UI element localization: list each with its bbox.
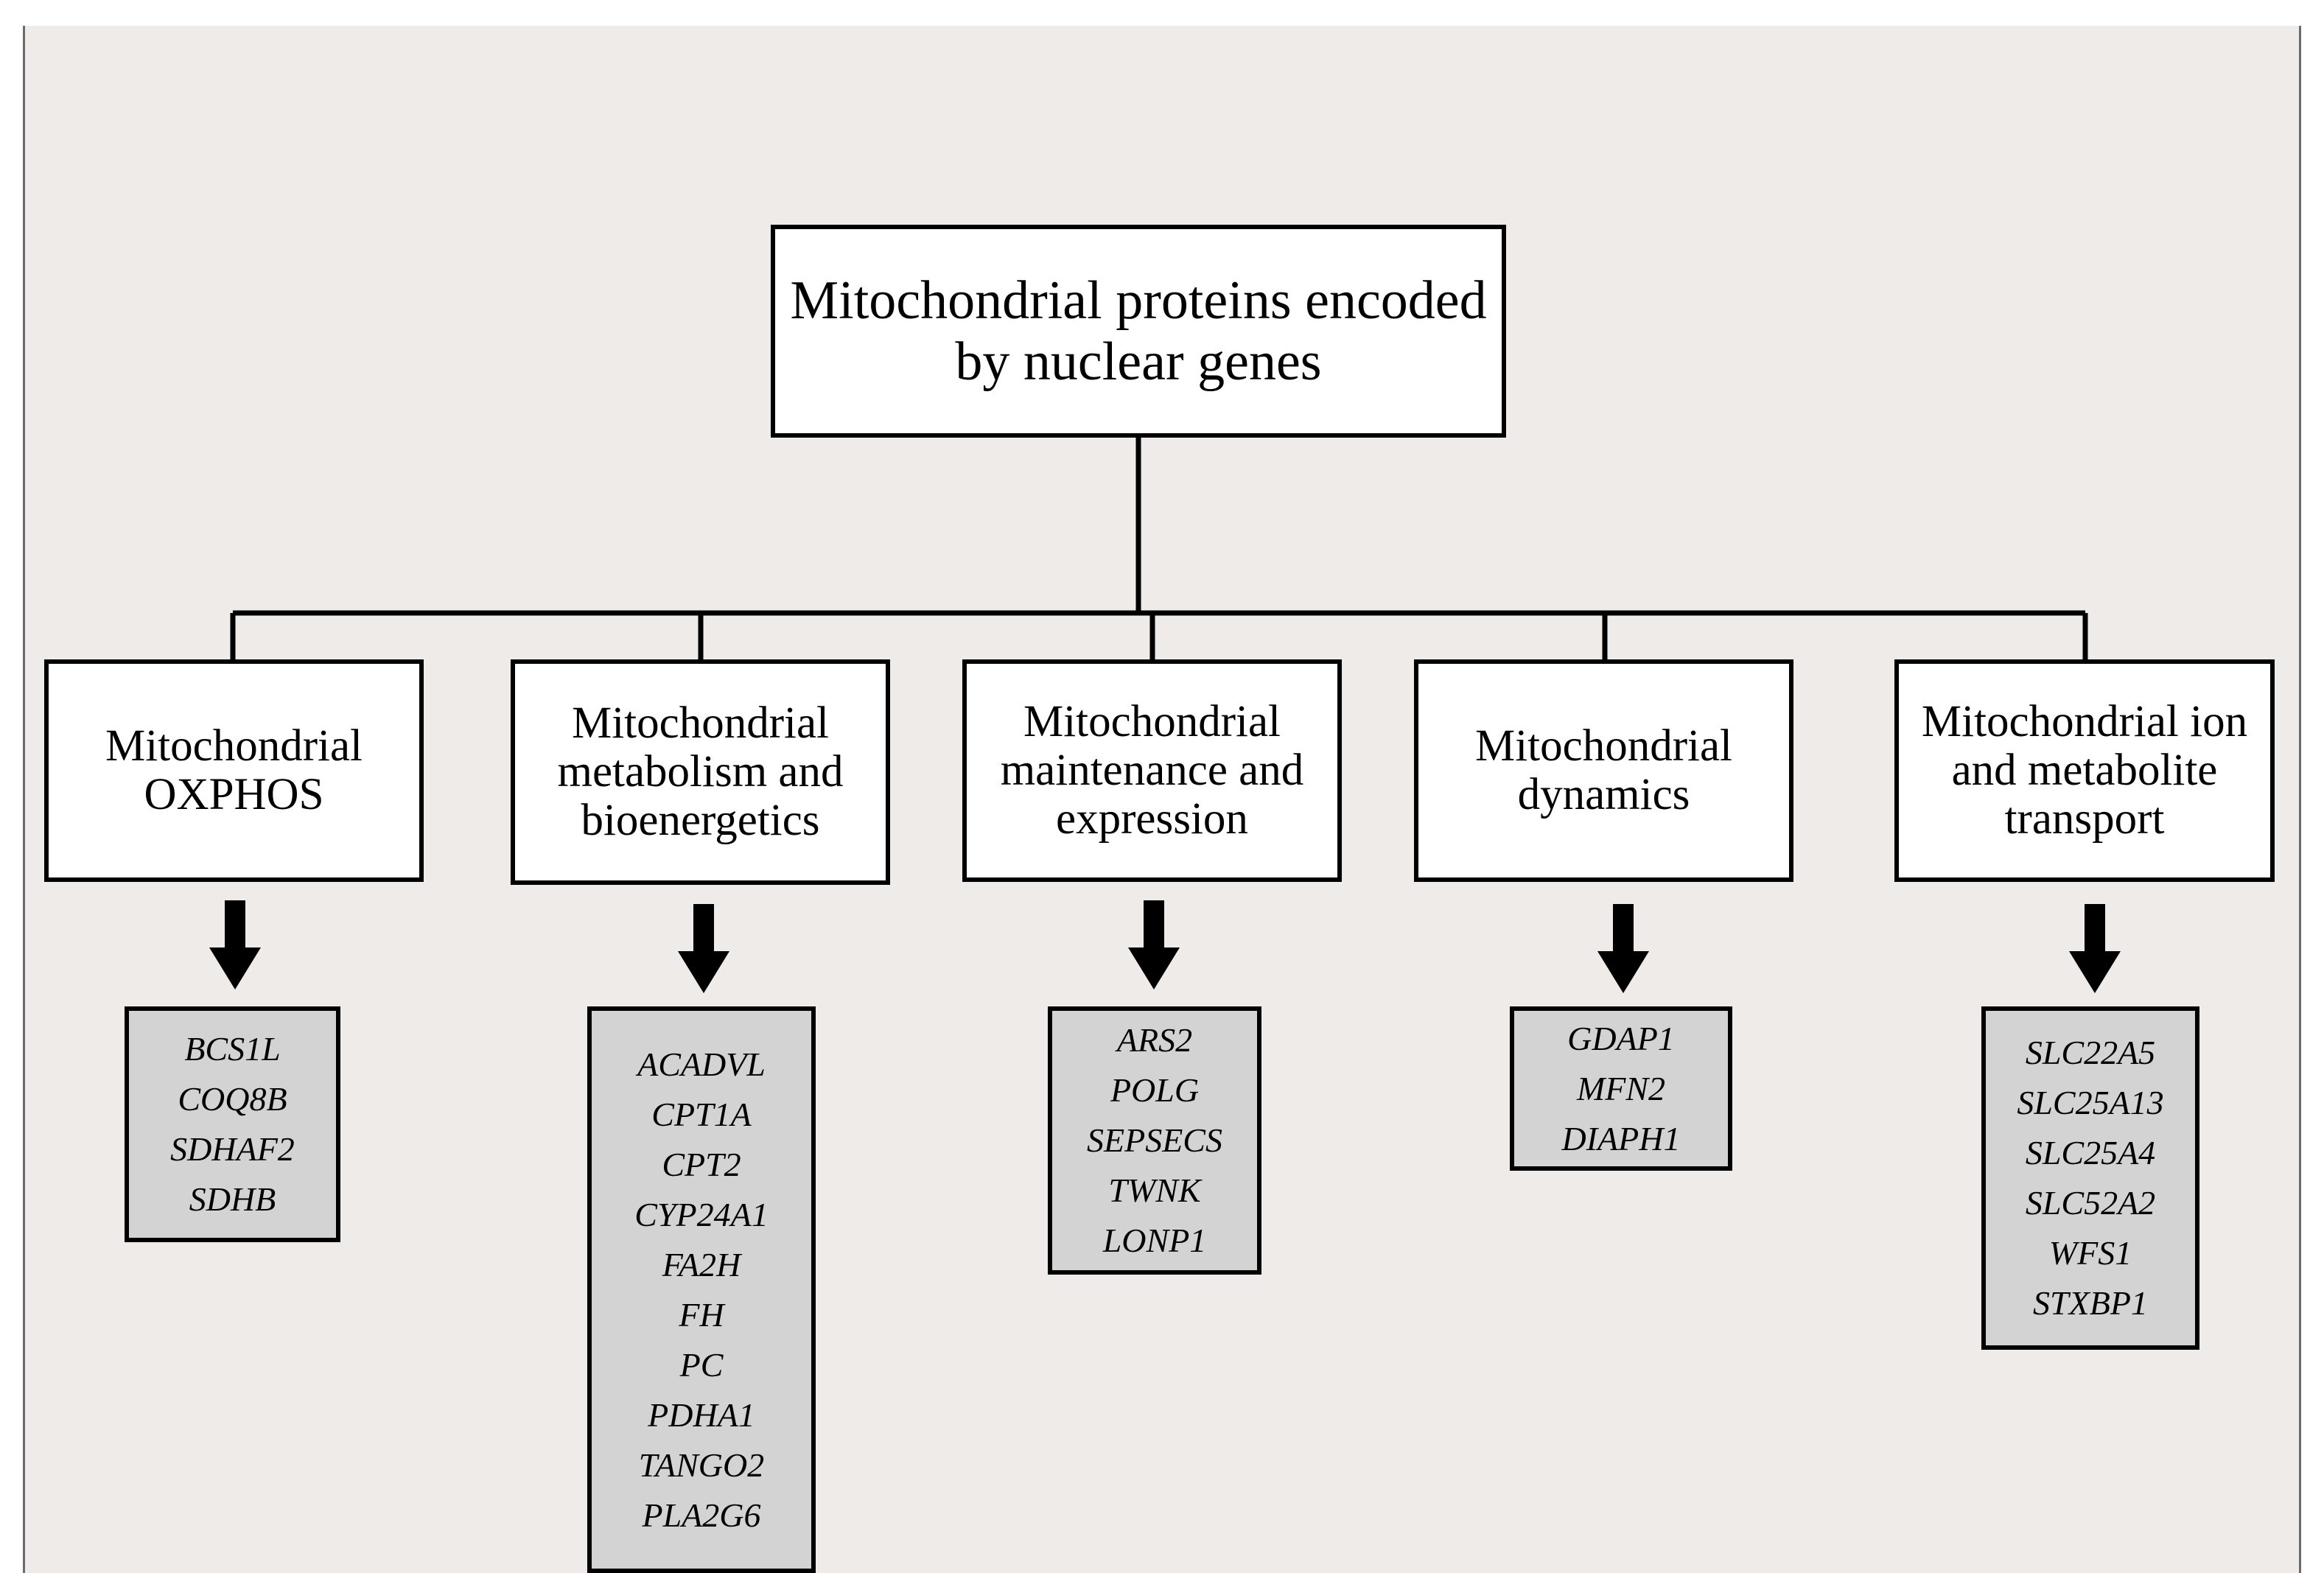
gene-name: COQ8B (178, 1080, 287, 1118)
gene-name: PLA2G6 (642, 1496, 761, 1534)
gene-name: DIAPH1 (1561, 1119, 1681, 1157)
gene-name: STXBP1 (2033, 1284, 2148, 1322)
gene-name: SLC25A13 (2017, 1084, 2164, 1121)
gene-name: TANGO2 (638, 1446, 765, 1484)
arrow-down-icon (209, 900, 261, 989)
gene-name: FA2H (662, 1245, 741, 1283)
category-label: Mitochondrial ion and metabolite transpo… (1921, 697, 2248, 844)
gene-name: GDAP1 (1567, 1019, 1675, 1057)
gene-name: LONP1 (1102, 1222, 1207, 1259)
gene-name: ACADVL (637, 1045, 766, 1083)
gene-list-oxphos: BCS1L COQ8B SDHAF2 SDHB (125, 1006, 340, 1242)
gene-name: CPT2 (662, 1145, 741, 1183)
category-label: Mitochondrial maintenance and expression (1000, 697, 1304, 844)
gene-name: CPT1A (651, 1095, 752, 1133)
arrow-down-icon (2069, 904, 2121, 993)
gene-list-transport: SLC22A5 SLC25A13 SLC25A4 SLC52A2 WFS1 ST… (1981, 1006, 2199, 1350)
category-node-dynamics: Mitochondrial dynamics (1414, 659, 1793, 882)
arrow-down-icon (1597, 904, 1649, 993)
category-node-oxphos: Mitochondrial OXPHOS (44, 659, 424, 882)
root-node: Mitochondrial proteins encoded by nuclea… (771, 225, 1506, 438)
gene-name: SDHAF2 (170, 1130, 295, 1168)
gene-list-maintenance: ARS2 POLG SEPSECS TWNK LONP1 (1048, 1006, 1261, 1275)
arrow-down-icon (678, 904, 729, 993)
gene-name: SEPSECS (1087, 1121, 1222, 1159)
category-node-maintenance: Mitochondrial maintenance and expression (962, 659, 1342, 882)
gene-name: SLC52A2 (2025, 1184, 2156, 1222)
gene-name: FH (679, 1295, 724, 1334)
gene-name: PDHA1 (648, 1395, 755, 1434)
gene-name: PC (679, 1345, 724, 1384)
root-node-label: Mitochondrial proteins encoded by nuclea… (790, 270, 1487, 392)
category-label: Mitochondrial metabolism and bioenergeti… (557, 698, 844, 845)
gene-name: BCS1L (184, 1030, 281, 1068)
gene-name: ARS2 (1116, 1021, 1193, 1059)
gene-name: WFS1 (2048, 1234, 2132, 1272)
gene-name: SLC25A4 (2025, 1134, 2156, 1171)
gene-name: POLG (1110, 1071, 1200, 1109)
gene-list-dynamics: GDAP1 MFN2 DIAPH1 (1510, 1006, 1732, 1171)
gene-name: SDHB (189, 1180, 276, 1218)
arrow-down-icon (1128, 900, 1180, 989)
category-label: Mitochondrial dynamics (1475, 721, 1732, 819)
gene-name: TWNK (1108, 1171, 1201, 1209)
category-label: Mitochondrial OXPHOS (105, 721, 363, 819)
gene-list-metabolism: ACADVL CPT1A CPT2 CYP24A1 FA2H FH PC PDH… (587, 1006, 816, 1573)
gene-name: MFN2 (1576, 1069, 1666, 1107)
category-node-metabolism: Mitochondrial metabolism and bioenergeti… (511, 659, 890, 885)
gene-name: SLC22A5 (2025, 1034, 2156, 1071)
category-node-transport: Mitochondrial ion and metabolite transpo… (1894, 659, 2275, 882)
gene-name: CYP24A1 (634, 1195, 769, 1233)
